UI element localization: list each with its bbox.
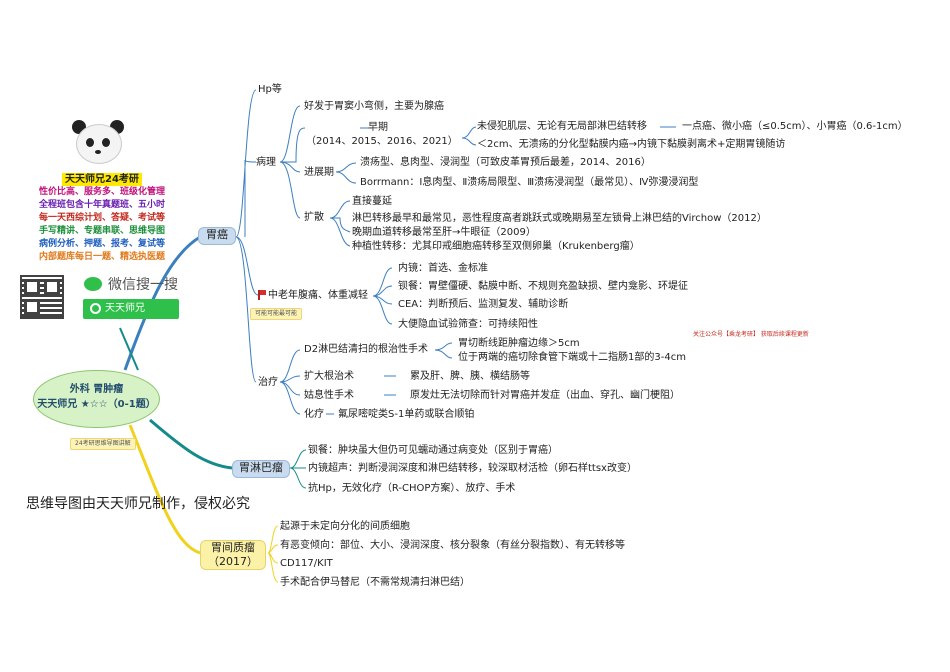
gist-label: 胃间质瘤 — [211, 541, 255, 554]
lymphoma-item: 钡餐：肿块虽大但仍可见蠕动通过病变处（区别于胃癌） — [308, 445, 558, 456]
advanced-label: 进展期 — [304, 167, 334, 178]
treatment-d2: D2淋巴结清扫的根治性手术 — [304, 344, 429, 355]
clinical-item: 钡餐：胃壁僵硬、黏膜中断、不规则充盈缺损、壁内龛影、环堤征 — [398, 281, 688, 292]
watermark-text: 思维导图由天天师兄制作，侵权必究 — [26, 496, 250, 512]
wechat-search-hint: 微信搜一搜 — [108, 277, 178, 293]
pathology-site: 好发于胃窦小弯侧，主要为腺癌 — [304, 101, 444, 112]
gist-item: 起源于未定向分化的间质细胞 — [280, 521, 410, 532]
early-sub: 一点癌、微小癌（≤0.5cm）、小胃癌（0.6-1cm） — [682, 121, 908, 132]
clinical-item: CEA：判断预后、监测复发、辅助诊断 — [398, 299, 569, 310]
flag-icon — [258, 290, 260, 300]
treatment-d2-item: 胃切断线距肿瘤边缘＞5cm — [458, 338, 580, 349]
brand-line: 性价比高、服务多、班级化管理 — [38, 187, 165, 197]
lymphoma-item: 内镜超声：判断浸润深度和淋巴结转移，较深取材活检（卵石样ttsx改变） — [308, 463, 637, 474]
treatment-d2-item: 位于两端的癌切除食管下端或十二指肠1部的3-4cm — [458, 352, 686, 363]
side-note: 关注公众号【乘龙考研】 获取后续课程更新 — [693, 331, 809, 338]
search-input-value: 天天师兄 — [105, 303, 145, 314]
gist-year: （2017） — [208, 555, 258, 568]
search-icon — [90, 303, 101, 314]
spread-item: 种植性转移：尤其印戒细胞癌转移至双侧卵巢（Krukenberg瘤） — [352, 241, 640, 252]
pathology-label: 病理 — [256, 157, 276, 168]
treatment-row-desc: 累及肝、脾、胰、横结肠等 — [410, 371, 530, 382]
brand-line: 每一天西综计划、答疑、考试等 — [38, 213, 165, 223]
brand-line: 病例分析、押题、报考、复试等 — [38, 239, 165, 249]
clinical-tag: 可能可能最可能 — [250, 308, 303, 320]
node-stomach-cancer[interactable]: 胃癌 — [198, 227, 236, 245]
stomach-hp: Hp等 — [258, 84, 282, 95]
treatment-row-label: 扩大根治术 — [304, 371, 354, 382]
early-years: （2014、2015、2016、2021） — [306, 136, 458, 147]
clinical-item: 内镜：首选、金标准 — [398, 263, 488, 274]
brand-line: 全程班包含十年真题班、五小时 — [38, 200, 165, 210]
lymphoma-item: 抗Hp，无效化疗（R-CHOP方案）、放疗、手术 — [308, 483, 516, 494]
central-topic[interactable]: 外科 胃肿瘤 天天师兄 ★☆☆（0-1题） — [33, 370, 160, 428]
qr-code-icon — [20, 275, 64, 319]
gist-item: 手术配合伊马替尼（不需常规清扫淋巴结） — [280, 577, 470, 588]
early-label: 早期 — [368, 122, 388, 133]
early-item: ＜2cm、无溃疡的分化型黏膜内癌→内镜下黏膜剥离术+定期胃镜随访 — [477, 139, 786, 150]
clinical-item: 大便隐血试验筛查：可持续阳性 — [398, 319, 538, 330]
central-tag: 24考研思维导图讲解 — [70, 438, 136, 450]
flag-icon-cloth — [260, 290, 266, 295]
spread-item: 淋巴转移最早和最常见，恶性程度高者跳跃式或晚期易至左锁骨上淋巴结的Virchow… — [352, 213, 767, 224]
advanced-item: Borrmann：Ⅰ息肉型、Ⅱ溃疡局限型、Ⅲ溃疡浸润型（最常见）、Ⅳ弥漫浸润型 — [360, 177, 699, 188]
wechat-search-box[interactable]: 天天师兄 — [83, 299, 179, 319]
brand-line: 手写精讲、专题串联、思维导图 — [38, 226, 165, 236]
treatment-label: 治疗 — [258, 377, 278, 388]
treatment-row-desc: 氟尿嘧啶类S-1单药或联合顺铂 — [338, 409, 475, 420]
central-title: 外科 胃肿瘤 — [69, 384, 124, 395]
spread-label: 扩散 — [304, 212, 324, 223]
advanced-item: 溃疡型、息肉型、浸润型（可致皮革胃预后最差，2014、2016） — [360, 157, 651, 168]
wechat-icon — [84, 277, 102, 291]
brand-title: 天天师兄24考研 — [62, 173, 142, 186]
spread-item: 晚期血道转移最常至肝→牛眼征（2009） — [352, 227, 536, 238]
early-item: 未侵犯肌层、无论有无局部淋巴结转移 — [477, 121, 647, 132]
node-gastric-lymphoma[interactable]: 胃淋巴瘤 — [232, 460, 290, 478]
treatment-row-label: 姑息性手术 — [304, 390, 354, 401]
central-subtitle: 天天师兄 ★☆☆（0-1题） — [37, 399, 156, 410]
gist-item: CD117/KIT — [280, 558, 333, 569]
brand-line: 内部题库每日一题、精选执医题 — [38, 252, 165, 262]
brand-lines: 性价比高、服务多、班级化管理 全程班包含十年真题班、五小时 每一天西综计划、答疑… — [26, 186, 178, 264]
treatment-row-label: 化疗 — [304, 409, 324, 420]
treatment-row-desc: 原发灶无法切除而针对胃癌并发症（出血、穿孔、幽门梗阻） — [410, 390, 680, 401]
clinical-label: 中老年腹痛、体重减轻 — [268, 290, 368, 301]
gist-item: 有恶变倾向：部位、大小、浸润深度、核分裂象（有丝分裂指数）、有无转移等 — [280, 540, 625, 551]
panda-mascot — [70, 118, 126, 168]
node-gist[interactable]: 胃间质瘤 （2017） — [200, 540, 266, 570]
spread-item: 直接蔓延 — [352, 196, 392, 207]
